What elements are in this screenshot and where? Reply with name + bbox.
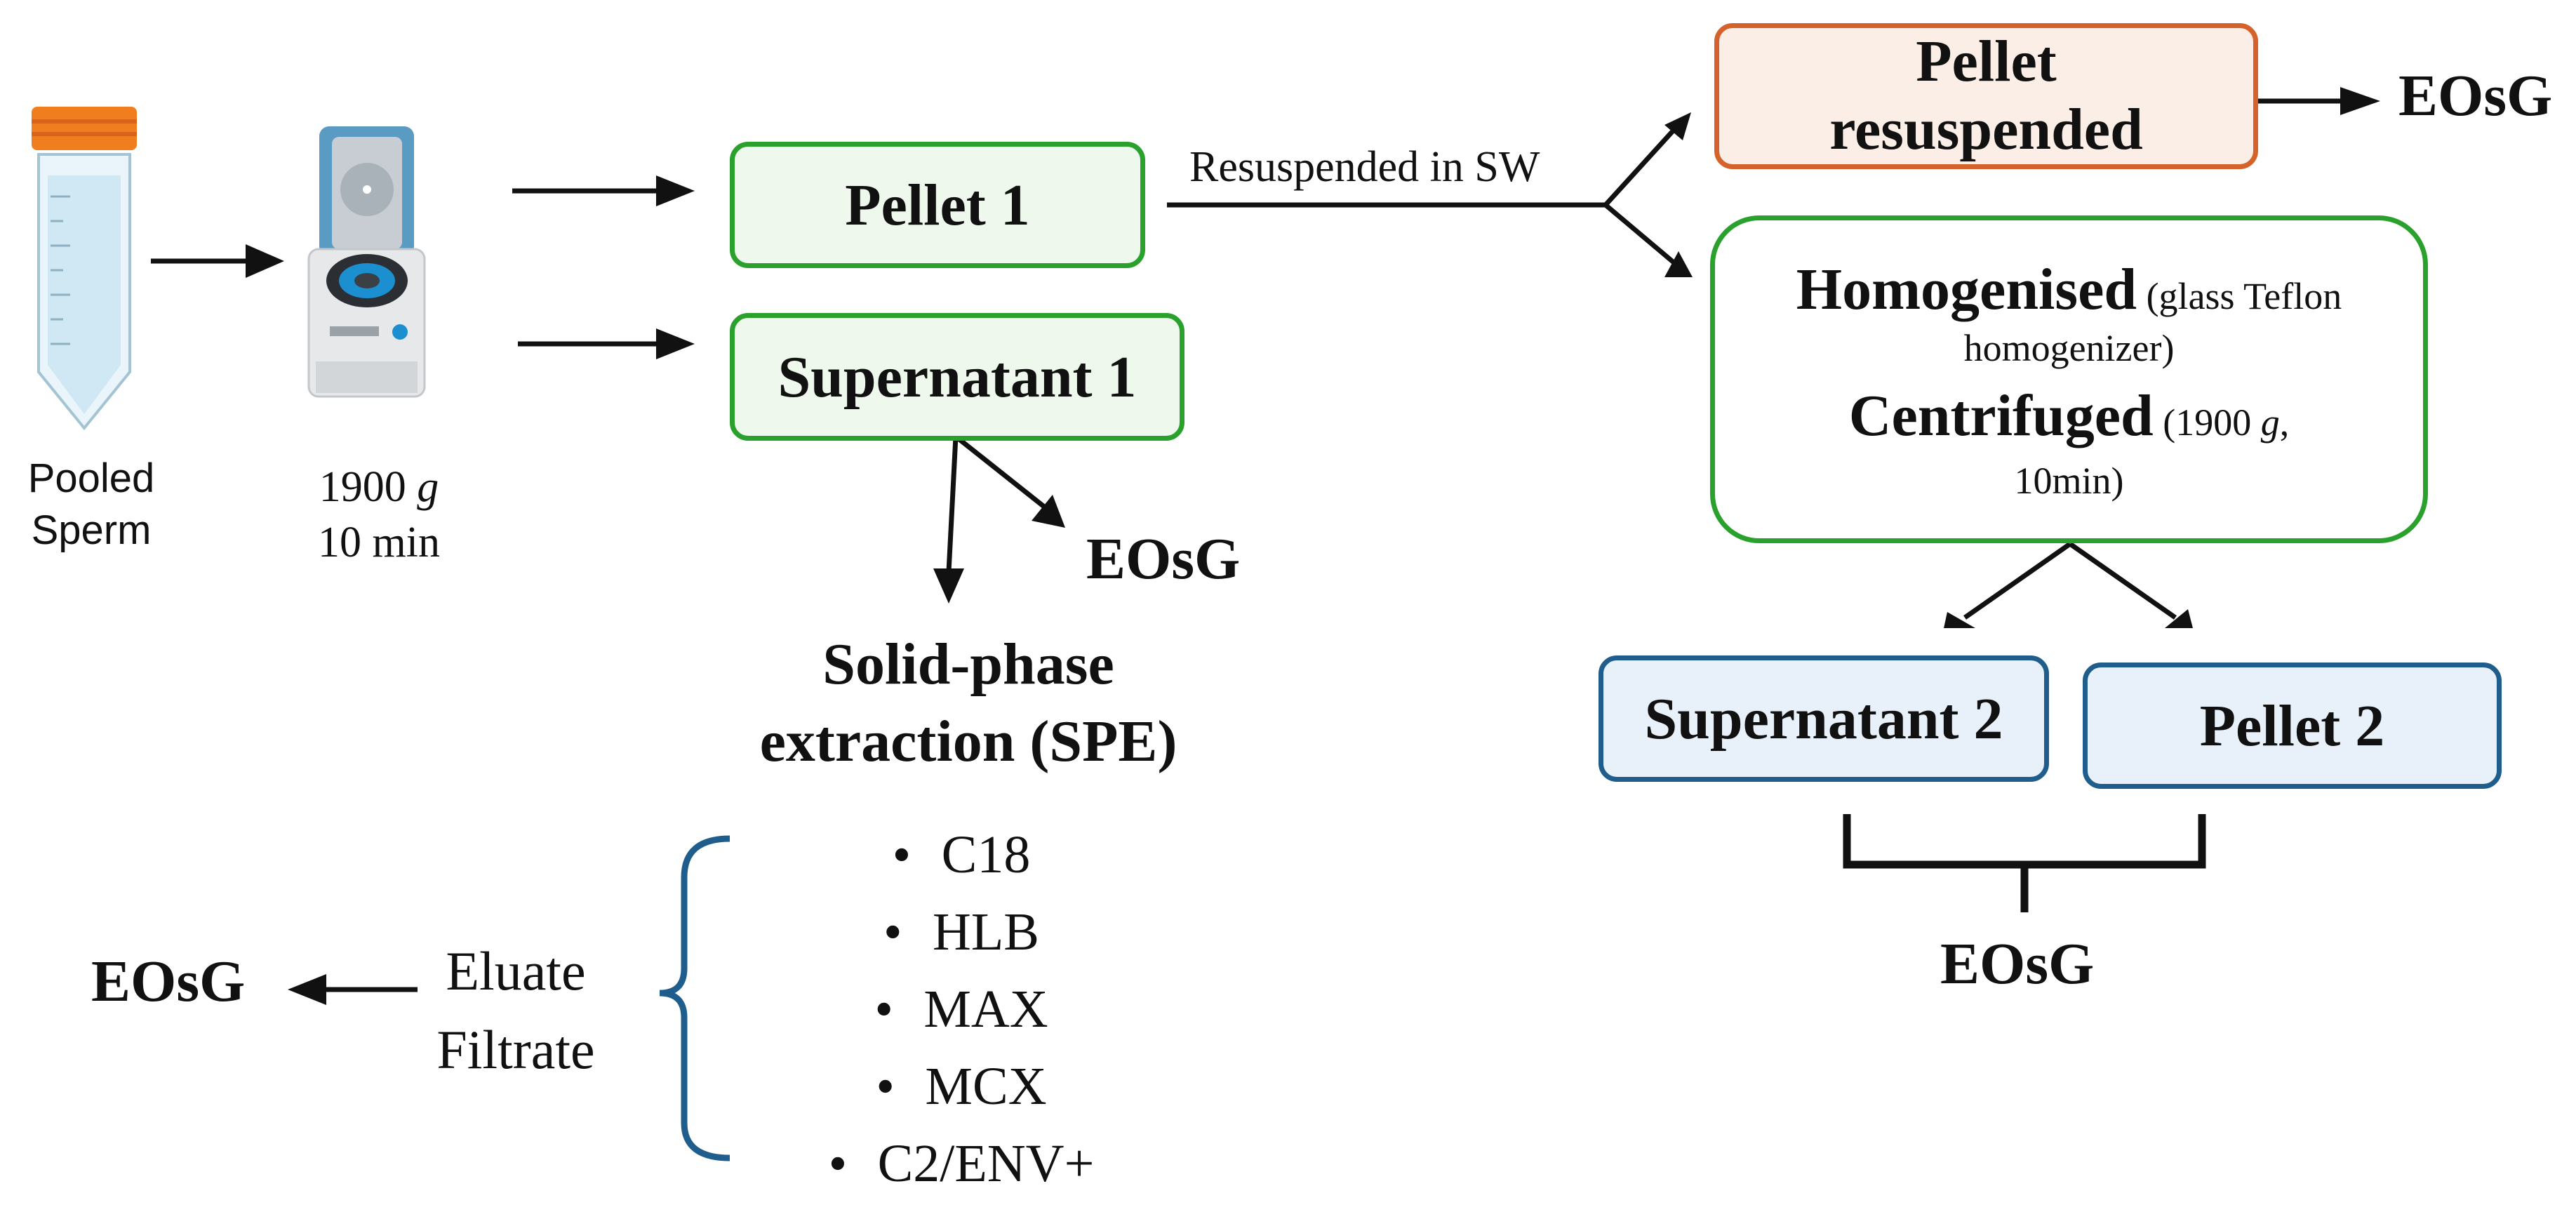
falcon-tube-icon: [32, 107, 137, 431]
centrifuge-unit: g: [417, 463, 439, 511]
supernatant1-label: Supernatant 1: [778, 344, 1137, 410]
spe-title-line1: Solid-phase: [822, 632, 1114, 697]
supernatant2-box: Supernatant 2: [1599, 655, 2049, 782]
bullet: •: [892, 825, 912, 884]
homogenised-note: (glass Teflon: [2137, 274, 2342, 317]
homogenised-label: Homogenised: [1796, 256, 2137, 322]
pellet-resuspended-line2: resuspended: [1829, 97, 2143, 162]
bullet: •: [883, 903, 902, 961]
spe-title-line2: extraction (SPE): [759, 709, 1177, 774]
homogenised-line: Homogenised (glass Teflon: [1796, 255, 2342, 326]
centrifuged-note-end: ,: [2279, 401, 2290, 444]
eosg-output-bracket: EOsG: [1940, 931, 2095, 997]
tube-label: Pooled Sperm: [0, 453, 182, 557]
spe-fractions: Eluate Filtrate: [414, 932, 618, 1089]
centrifuged-line: Centrifuged (1900 g,: [1849, 381, 2289, 452]
bullet: •: [874, 980, 893, 1039]
bullet: •: [828, 1134, 848, 1193]
homogenise-centrifuge-box: Homogenised (glass Teflon homogenizer) C…: [1710, 215, 2428, 543]
supernatant2-label: Supernatant 2: [1644, 686, 2003, 752]
centrifuge-icon: [307, 126, 426, 398]
pellet1-box: Pellet 1: [730, 142, 1145, 268]
spe-title: Solid-phase extraction (SPE): [709, 626, 1228, 780]
spe-item-mcx: • MCX: [758, 1048, 1165, 1125]
centrifuge-speed: 1900: [319, 463, 406, 511]
spe-item-label: C2/ENV+: [877, 1134, 1095, 1193]
fraction-filtrate: Filtrate: [436, 1019, 595, 1080]
tube-label-line2: Sperm: [31, 507, 152, 554]
pellet1-label: Pellet 1: [845, 172, 1030, 238]
spe-item-c2-env: • C2/ENV+: [758, 1125, 1165, 1202]
eosg-output-supernatant1: EOsG: [1086, 526, 1241, 592]
spe-item-label: MAX: [923, 980, 1048, 1039]
resuspend-edge-label: Resuspended in SW: [1189, 143, 1540, 191]
spe-item-max: • MAX: [758, 971, 1165, 1048]
pellet-resuspended-box: Pellet resuspended: [1714, 23, 2258, 169]
centrifuged-unit: g: [2260, 401, 2280, 444]
pellet2-label: Pellet 2: [2199, 693, 2385, 759]
spe-item-label: MCX: [925, 1057, 1047, 1116]
homogenised-note-2: homogenizer): [1963, 326, 2175, 369]
spe-item-c18: • C18: [758, 816, 1165, 893]
spe-sorbent-list: • C18 • HLB • MAX • MCX • C2/ENV+: [758, 816, 1165, 1202]
centrifuge-speed-line: 1900 g: [281, 460, 477, 515]
centrifuged-note: (1900: [2153, 401, 2261, 444]
centrifuge-time: 10 min: [318, 519, 440, 567]
spe-item-label: C18: [941, 825, 1031, 884]
pellet-resuspended-line1: Pellet: [1916, 29, 2057, 95]
bullet: •: [876, 1057, 895, 1116]
centrifuged-time: 10min): [2014, 460, 2124, 502]
eosg-output-resuspended: EOsG: [2398, 63, 2553, 128]
centrifuged-label: Centrifuged: [1848, 382, 2154, 448]
spe-item-hlb: • HLB: [758, 893, 1165, 971]
centrifuge-label: 1900 g 10 min: [281, 460, 477, 571]
tube-label-line1: Pooled: [27, 455, 155, 501]
eosg-output-eluate: EOsG: [91, 949, 246, 1014]
supernatant1-box: Supernatant 1: [730, 313, 1184, 441]
pellet2-box: Pellet 2: [2083, 663, 2502, 789]
fraction-eluate: Eluate: [446, 940, 586, 1001]
spe-item-label: HLB: [933, 903, 1039, 961]
